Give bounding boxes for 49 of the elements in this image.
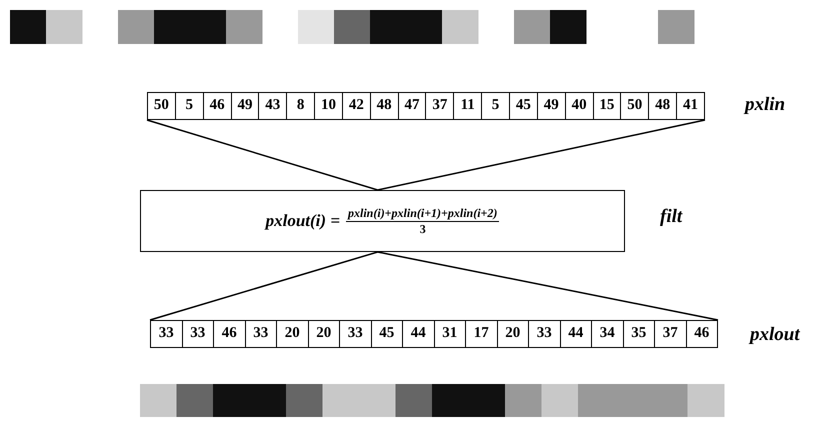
array-cell: 48 (649, 93, 678, 119)
array-cell: 50 (148, 93, 176, 119)
array-cell: 50 (621, 93, 650, 119)
array-cell: 33 (182, 321, 214, 347)
array-cell: 11 (454, 93, 482, 119)
array-cell: 40 (566, 93, 594, 119)
array-cell: 37 (655, 321, 686, 347)
array-cell: 33 (151, 321, 182, 347)
variable-name: pxlin (745, 94, 786, 116)
array-cell: 5 (176, 93, 204, 119)
fraction-numerator: pxlin(i)+pxlin(i+1)+pxlin(i+2) (346, 206, 500, 222)
array-cell: 8 (287, 93, 316, 119)
array-cell: 42 (342, 93, 371, 119)
array-cell: 48 (370, 93, 399, 119)
funnel-connector (146, 119, 706, 191)
array-cell: 45 (510, 93, 538, 119)
array-cell: 49 (232, 93, 260, 119)
array-cell: 43 (259, 93, 288, 119)
array-cell-text: 41 (682, 96, 699, 115)
array-cell: 44 (403, 321, 434, 347)
array-cell: 44 (560, 321, 592, 347)
array-cell: 20 (277, 321, 308, 347)
array-cell: 35 (624, 321, 655, 347)
array-cell-text: 46 (693, 324, 710, 343)
fraction-denominator: 3 (420, 222, 426, 236)
array-cell: 5 (482, 93, 510, 119)
variable-name: filt (660, 206, 682, 228)
array-cell: 49 (538, 93, 566, 119)
array-cell: 47 (398, 93, 426, 119)
array-cell: 20 (498, 321, 529, 347)
array-cell: 46 (214, 321, 246, 347)
array-cell: 10 (315, 93, 343, 119)
array-cell: 34 (592, 321, 624, 347)
array-cell: 46 (204, 93, 232, 119)
array-cell: 33 (529, 321, 560, 347)
array-cell: 33 (340, 321, 372, 347)
value-array (150, 320, 718, 348)
array-cell: 15 (594, 93, 622, 119)
array-cell: 33 (246, 321, 277, 347)
array-cell: 31 (434, 321, 466, 347)
array-cell: 37 (426, 93, 454, 119)
value-array (147, 92, 705, 120)
array-cell: 17 (466, 321, 498, 347)
formula-text: pxlout(i) = (266, 211, 340, 231)
array-cell: 45 (372, 321, 403, 347)
funnel-connector (150, 251, 719, 321)
formula-box (140, 190, 625, 252)
array-cell: 20 (308, 321, 340, 347)
variable-name: pxlout (750, 324, 800, 346)
